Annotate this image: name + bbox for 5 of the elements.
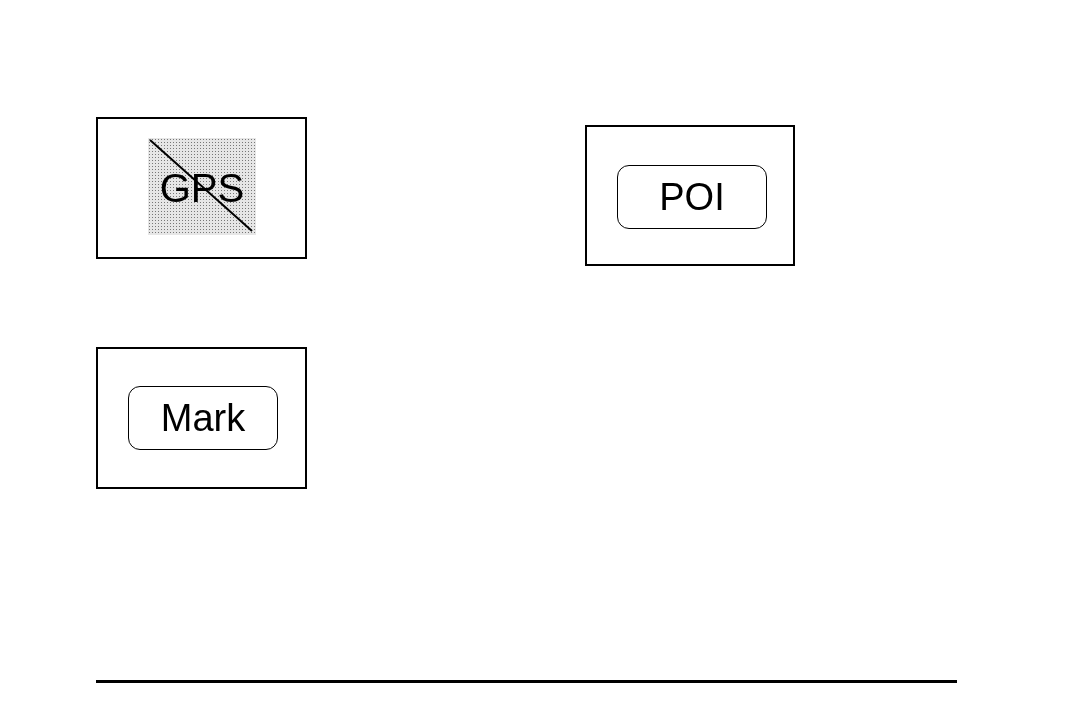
icon-panel	[96, 117, 307, 259]
mark-button: Mark	[128, 386, 278, 450]
poi-button: POI	[617, 165, 767, 229]
icon-panel	[585, 125, 795, 266]
icon-panel	[96, 347, 307, 489]
